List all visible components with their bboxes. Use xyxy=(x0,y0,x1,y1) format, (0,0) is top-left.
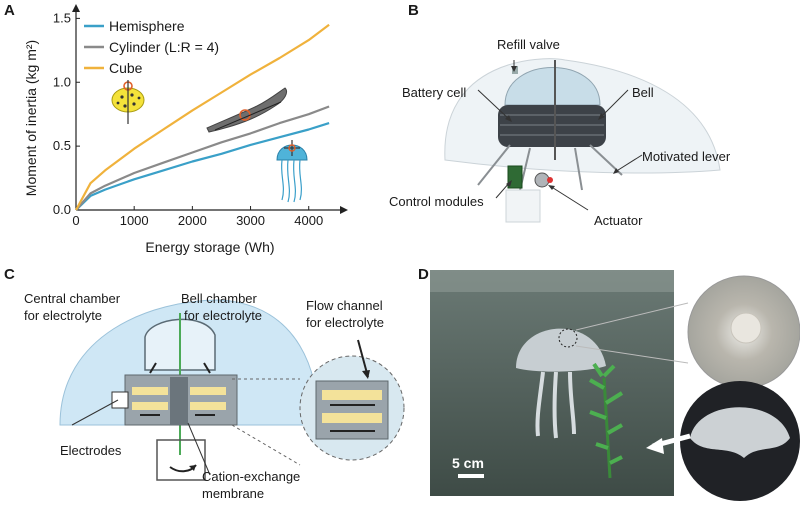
x-axis-label: Energy storage (Wh) xyxy=(145,239,274,255)
electrode-top-left xyxy=(132,387,168,395)
jellyfish-illustration xyxy=(276,140,308,203)
x-axis-arrow xyxy=(340,206,348,214)
chart-legend: Hemisphere Cylinder (L:R = 4) Cube xyxy=(84,18,219,76)
x-tick-label: 3000 xyxy=(236,213,265,228)
y-axis-arrow xyxy=(72,4,80,12)
y-axis-label: Moment of inertia (kg m²) xyxy=(23,40,39,196)
y-tick-label: 1.5 xyxy=(53,10,71,25)
series-line-1 xyxy=(75,105,330,211)
salamander-illustration xyxy=(206,87,288,133)
jellyfish-robot-photo xyxy=(516,328,606,372)
central-dome xyxy=(504,67,601,106)
label-actuator: Actuator xyxy=(594,213,643,228)
label-flow-channel-2: for electrolyte xyxy=(306,315,385,330)
tank-photo xyxy=(430,270,674,496)
aquarium-plant xyxy=(589,362,624,479)
series-line-2 xyxy=(75,23,330,211)
panel-label-a: A xyxy=(4,2,15,19)
battery-stack xyxy=(498,105,606,147)
legend-cube: Cube xyxy=(109,60,143,76)
label-bell-chamber-1: Bell chamber xyxy=(181,291,257,306)
label-flow-channel-1: Flow channel xyxy=(306,298,383,313)
x-tick-label: 0 xyxy=(72,213,79,228)
label-battery-cell: Battery cell xyxy=(402,85,467,100)
scale-bar-label: 5 cm xyxy=(452,455,484,471)
robot-render-diagram xyxy=(444,58,721,223)
x-tick-label: 4000 xyxy=(294,213,323,228)
label-cation-exchange-2: membrane xyxy=(202,486,265,501)
label-control-modules: Control modules xyxy=(389,194,484,209)
y-tick-label: 0.5 xyxy=(53,138,71,153)
actuator-part xyxy=(534,172,550,188)
label-motivated-lever: Motivated lever xyxy=(642,149,731,164)
y-tick-label: 1.0 xyxy=(53,74,71,89)
y-tick-label: 0.0 xyxy=(53,202,71,217)
control-module-board xyxy=(507,165,523,189)
x-tick-label: 2000 xyxy=(178,213,207,228)
actuator-box xyxy=(156,439,206,481)
label-electrodes: Electrodes xyxy=(60,443,122,458)
moment-of-inertia-chart: 0 1000 2000 3000 4000 0.0 0.5 1.0 1.5 Hemisphere… xyxy=(23,4,348,255)
legend-hemisphere: Hemisphere xyxy=(109,18,185,34)
label-refill-valve: Refill valve xyxy=(497,37,560,52)
electrode-bottom-left xyxy=(132,402,168,410)
tank-photo-composite xyxy=(430,270,800,501)
pufferfish-illustration xyxy=(111,80,145,124)
cross-section-schematic xyxy=(59,299,405,481)
legend-cylinder: Cylinder (L:R = 4) xyxy=(109,39,219,55)
panel-label-b: B xyxy=(408,2,419,19)
panel-label-c: C xyxy=(4,266,15,283)
electrode-top-right xyxy=(190,387,226,395)
label-bell-chamber-2: for electrolyte xyxy=(184,308,263,323)
label-cation-exchange-1: Cation-exchange xyxy=(202,469,301,484)
series-line-0 xyxy=(75,122,330,211)
label-central-chamber-2: for electrolyte xyxy=(24,308,103,323)
label-central-chamber-1: Central chamber xyxy=(24,291,121,306)
panel-label-d: D xyxy=(418,266,429,283)
electrode-bottom-right xyxy=(190,402,226,410)
x-tick-label: 1000 xyxy=(120,213,149,228)
label-bell: Bell xyxy=(632,85,654,100)
